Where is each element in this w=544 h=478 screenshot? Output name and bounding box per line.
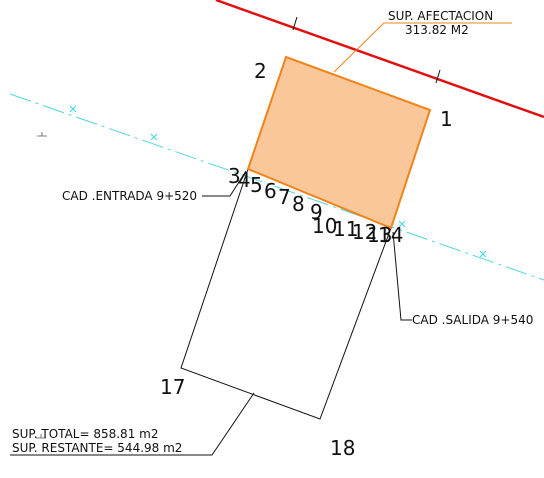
vertex-label-14: 14 [378,223,403,247]
axis-x-marker [479,250,487,258]
vertex-label-1: 1 [440,107,453,131]
vertex-label-2: 2 [254,59,267,83]
total-area-label: SUP. TOTAL= 858.81 m2 [12,427,158,441]
reference-cross [36,434,46,439]
vertex-label-4: 4 [238,168,251,192]
vertex-label-18: 18 [330,436,355,460]
vertex-label-7: 7 [278,185,291,209]
axis-x-marker [398,220,406,228]
vertex-label-11: 11 [333,217,358,241]
vertex-label-12: 12 [352,220,377,244]
vertex-label-8: 8 [292,192,305,216]
reference-cross [37,132,47,137]
road-tick-2 [435,69,441,84]
entrada-label: CAD .ENTRADA 9+520 [62,189,197,203]
affected-area-value: 313.82 M2 [405,23,469,37]
vertex-label-3: 3 [228,164,241,188]
vertex-label-13: 13 [367,223,392,247]
road-edge-line [215,0,544,119]
affected-area-polygon [246,55,432,230]
affected-area-label: SUP. AFECTACION [388,9,493,23]
axis-x-marker [150,133,158,141]
vertex-label-6: 6 [264,179,277,203]
entrada-leader [202,170,247,197]
vertex-label-10: 10 [312,214,337,238]
axis-line [9,93,544,281]
vertex-label-9: 9 [310,200,323,224]
salida-leader [392,231,412,321]
axis-x-marker [69,105,77,113]
affected-area-leader [333,22,512,73]
vertex-label-5: 5 [250,173,263,197]
vertex-label-17: 17 [160,375,185,399]
remaining-area-label: SUP. RESTANTE= 544.98 m2 [12,441,182,455]
salida-label: CAD .SALIDA 9+540 [412,313,533,327]
road-tick-1 [292,16,298,31]
totals-leader [10,392,255,456]
